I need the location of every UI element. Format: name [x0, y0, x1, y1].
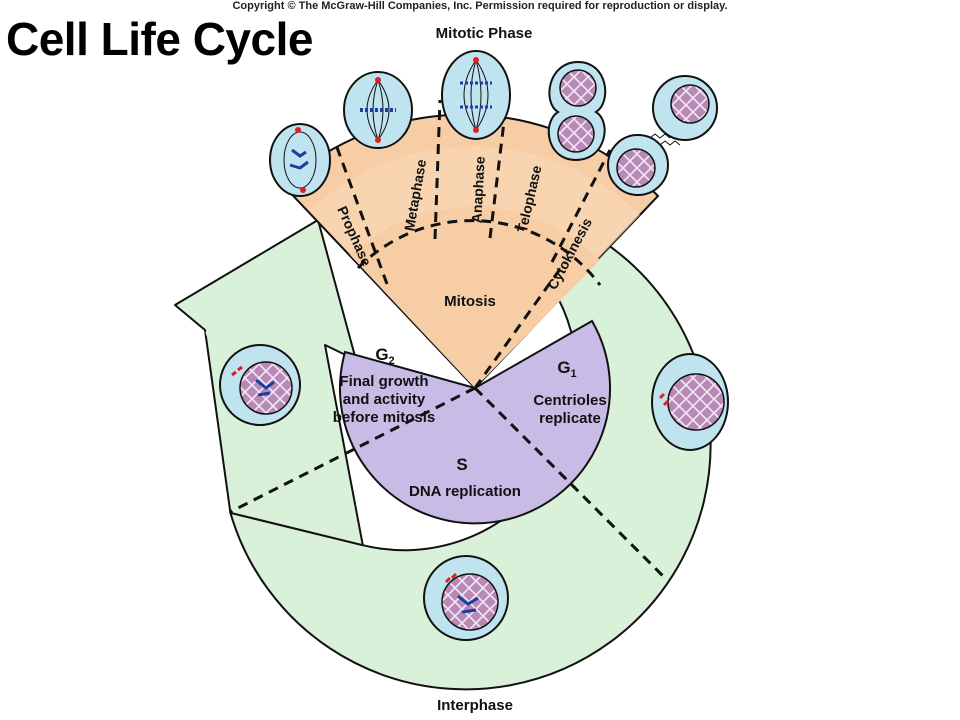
- g1-label: G1: [557, 358, 576, 380]
- metaphase-cell: [343, 71, 413, 149]
- g2-cell: [219, 344, 301, 426]
- g1-line-1: Centrioles: [533, 392, 606, 409]
- page-title: Cell Life Cycle: [6, 13, 313, 65]
- s-label: S: [456, 455, 467, 474]
- g1-line-2: replicate: [539, 410, 601, 427]
- mitotic-phase-label: Mitotic Phase: [436, 25, 533, 42]
- anaphase-cell: [441, 50, 511, 140]
- s-phase-cell: [423, 555, 509, 641]
- mitosis-label: Mitosis: [444, 293, 496, 310]
- prophase-cell: [269, 123, 331, 197]
- g2-line-1: Final growth: [339, 373, 428, 390]
- g2-line-2: and activity: [343, 391, 426, 408]
- s-line-1: DNA replication: [409, 483, 521, 500]
- g2-line-3: before mitosis: [333, 409, 436, 426]
- telophase-cell: [547, 60, 607, 162]
- g1-cell: [651, 353, 729, 451]
- anaphase-label: Anaphase: [468, 156, 487, 224]
- interphase-inner-region: [339, 319, 611, 525]
- interphase-label: Interphase: [437, 697, 513, 714]
- g2-label: G2: [375, 345, 394, 367]
- cytokinesis-cells: [607, 75, 718, 196]
- copyright-notice: Copyright © The McGraw-Hill Companies, I…: [232, 0, 728, 12]
